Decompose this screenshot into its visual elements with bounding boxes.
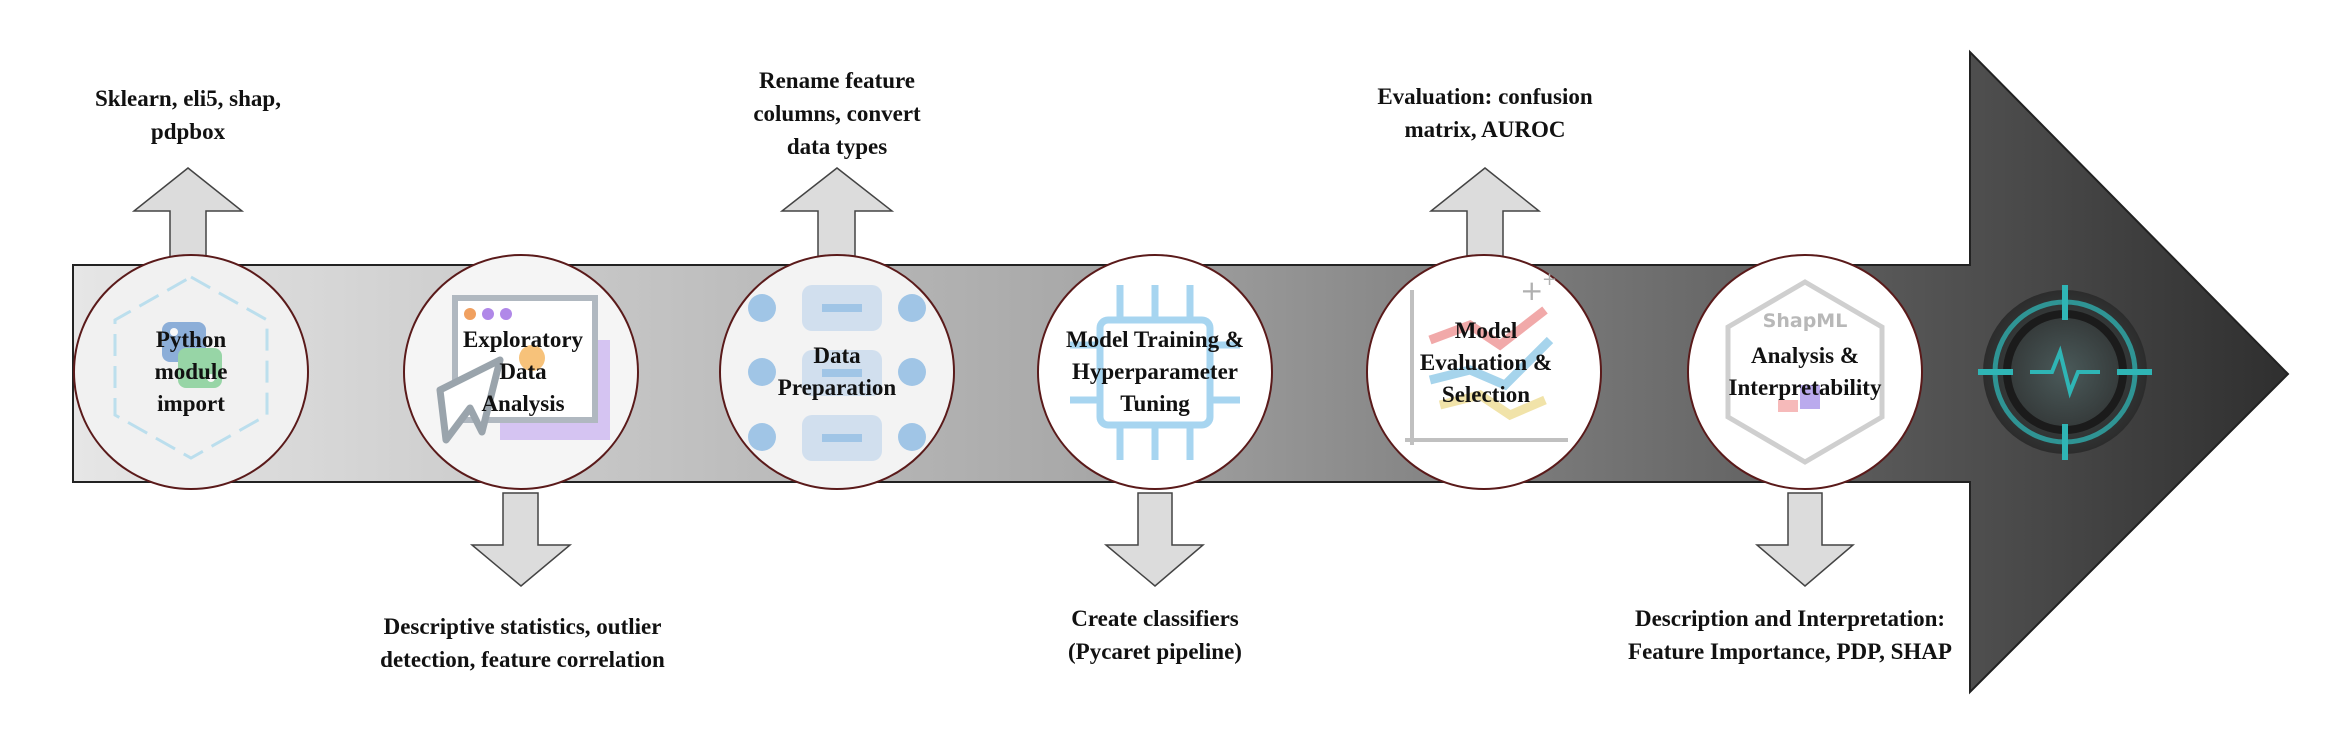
- svg-text:+: +: [1520, 274, 1543, 307]
- annotation-interp: Description and Interpretation: Feature …: [1628, 606, 1952, 664]
- svg-text:+: +: [1542, 269, 1557, 290]
- step-interp: ShapML: [1687, 254, 1923, 490]
- shapml-logo-text: ShapML: [1763, 310, 1848, 332]
- annotation-train: Create classifiers (Pycaret pipeline): [1068, 606, 1242, 664]
- annotation-python: Sklearn, eli5, shap, pdpbox: [95, 86, 281, 144]
- chip-icon: [1070, 285, 1240, 460]
- step-prep-label: Data Preparation: [777, 343, 897, 400]
- arrow-down-interp: [1754, 492, 1856, 587]
- step-eda: [403, 254, 639, 490]
- step-train-label: Model Training & Hyperparameter Tuning: [1065, 327, 1245, 416]
- analytics-dashboard-icon: [436, 295, 610, 444]
- arrow-up-python: [131, 167, 245, 259]
- step-python: [73, 254, 309, 490]
- arrow-down-train: [1103, 492, 1206, 587]
- arrow-up-prep: [779, 167, 895, 259]
- step-python-label: Python module import: [154, 327, 228, 416]
- data-flow-icon: [748, 285, 926, 461]
- annotation-eda: Descriptive statistics, outlier detectio…: [380, 614, 665, 672]
- step-interp-label: Analysis & Interpretability: [1728, 343, 1882, 400]
- step-eval-label: Model Evaluation & Selection: [1419, 318, 1553, 407]
- annotation-eval: Evaluation: confusion matrix, AUROC: [1377, 84, 1593, 142]
- python-logo-icon: [113, 275, 269, 460]
- target-crosshair-icon: [1978, 285, 2152, 460]
- annotation-prep: Rename feature columns, convert data typ…: [753, 68, 921, 159]
- step-eda-label: Exploratory Data Analysis: [462, 327, 584, 416]
- shapml-logo-icon: ShapML: [1725, 279, 1885, 465]
- trend-chart-icon: + +: [1405, 269, 1568, 445]
- arrow-down-eda: [469, 492, 573, 587]
- step-prep: [719, 254, 955, 490]
- step-eval: + +: [1366, 254, 1602, 490]
- step-train: [1037, 254, 1273, 490]
- arrow-up-eval: [1428, 167, 1542, 259]
